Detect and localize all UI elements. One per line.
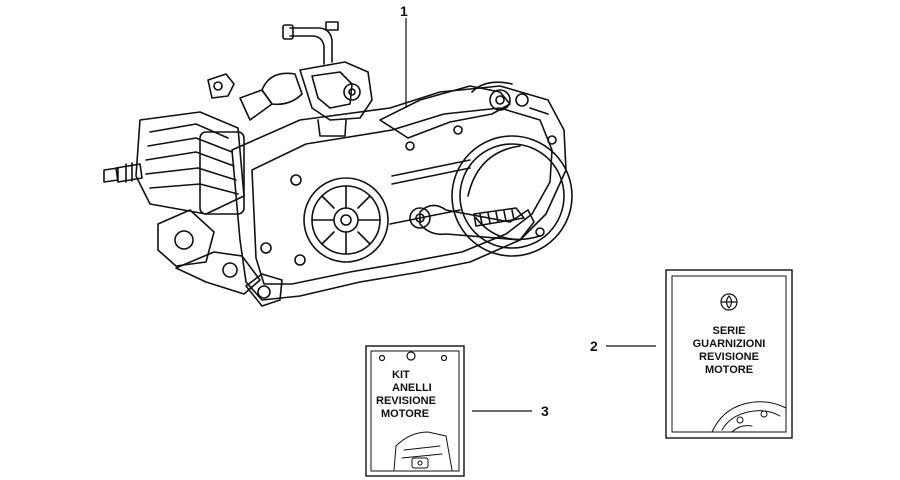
engine-assembly-illustration: [103, 21, 573, 307]
booklet-seals-inner-frame: [671, 275, 787, 433]
booklet-rings-line-1: KIT: [392, 369, 410, 381]
booklet-seals-line-2: GUARNIZIONI: [693, 338, 766, 350]
brand-logo-icon: [720, 293, 738, 311]
callout-1: 1: [400, 3, 408, 19]
booklet-rings: KIT ANELLI REVISIONE MOTORE: [365, 345, 465, 477]
piston-drawing: [393, 431, 453, 471]
booklet-seals-line-1: SERIE: [712, 325, 745, 337]
booklet-seals-line-3: REVISIONE: [699, 351, 759, 363]
gasket-drawing: [711, 401, 787, 433]
booklet-rings-line-3: REVISIONE: [376, 395, 436, 407]
drawing-hole-icon: [378, 351, 448, 362]
booklet-rings-line-2: ANELLI: [392, 382, 432, 394]
booklet-seals-frame: [665, 269, 793, 439]
callout-2: 2: [590, 338, 598, 354]
booklet-seals: SERIE GUARNIZIONI REVISIONE MOTORE: [665, 269, 793, 439]
booklet-rings-frame: [365, 345, 465, 477]
booklet-rings-line-4: MOTORE: [381, 408, 429, 420]
booklet-rings-inner-frame: [370, 350, 460, 472]
booklet-seals-line-4: MOTORE: [705, 364, 753, 376]
callout-3: 3: [541, 403, 549, 419]
